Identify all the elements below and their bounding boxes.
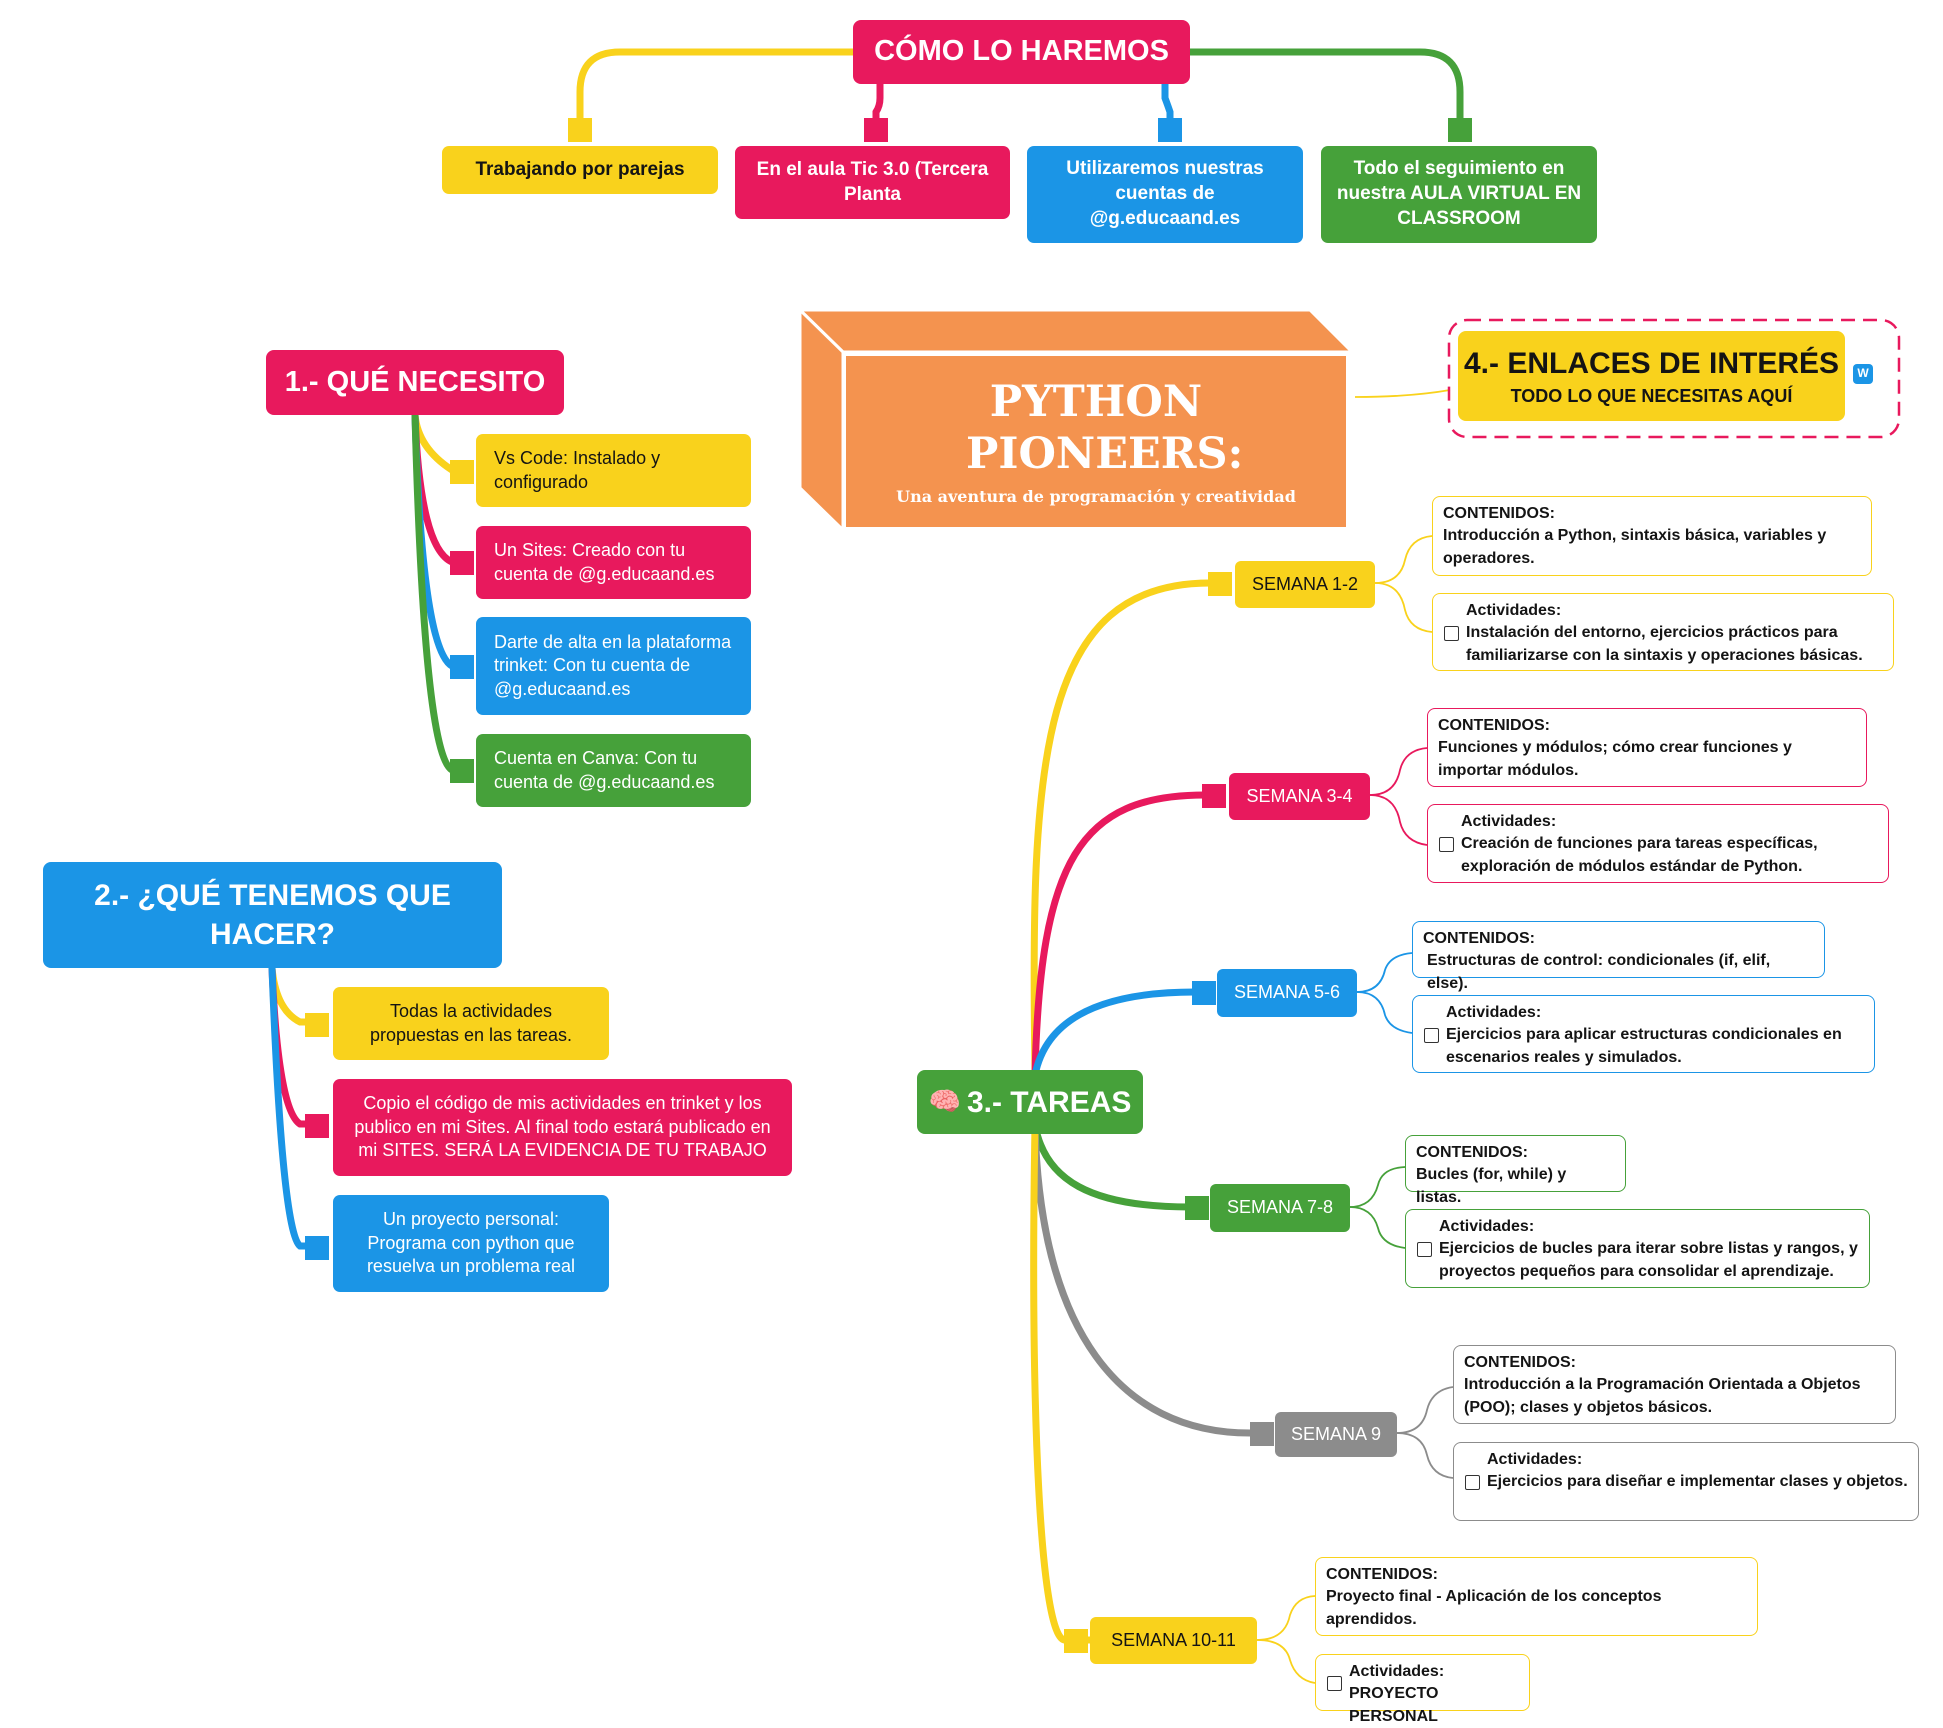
week-3-4[interactable]: SEMANA 3-4 [1229, 773, 1370, 820]
hacer-item-activities[interactable]: Todas la actividades propuestas en las t… [333, 987, 609, 1060]
contenidos-card[interactable]: CONTENIDOS: Funciones y módulos; cómo cr… [1427, 708, 1867, 787]
connector-square [864, 118, 888, 142]
contenidos-card[interactable]: CONTENIDOS: Introducción a la Programaci… [1453, 1345, 1896, 1424]
connector-square [1202, 784, 1226, 808]
central-title: PYTHON PIONEERS: [966, 377, 1244, 479]
necesito-item-canva[interactable]: Cuenta en Canva: Con tu cuenta de @g.edu… [476, 734, 751, 807]
tareas-title-label: 3.- TAREAS [966, 1085, 1132, 1119]
contenidos-text: Proyecto final - Aplicación de los conce… [1326, 1588, 1662, 1628]
actividades-label: Actividades: [1349, 1663, 1445, 1680]
contenidos-label: CONTENIDOS: [1443, 505, 1555, 522]
central-topic[interactable]: PYTHON PIONEERS: Una aventura de program… [843, 353, 1349, 530]
brain-icon: 🧠 [928, 1086, 961, 1117]
connector-square [450, 759, 474, 783]
connector-square [450, 655, 474, 679]
connector-square [305, 1114, 329, 1138]
connector-square [1064, 1629, 1088, 1653]
contenidos-label: CONTENIDOS: [1438, 717, 1550, 734]
connector-square [1192, 981, 1216, 1005]
contenidos-label: CONTENIDOS: [1423, 930, 1535, 947]
contenidos-card[interactable]: CONTENIDOS: Introducción a Python, sinta… [1432, 496, 1872, 576]
word-link-icon[interactable]: W [1853, 364, 1873, 384]
week-10-11[interactable]: SEMANA 10-11 [1090, 1617, 1257, 1664]
enlaces-topic[interactable]: 4.- ENLACES DE INTERÉS TODO LO QUE NECES… [1458, 331, 1845, 421]
necesito-title[interactable]: 1.- QUÉ NECESITO [266, 350, 564, 415]
actividades-card[interactable]: Actividades: Ejercicios para aplicar est… [1412, 995, 1875, 1073]
contenidos-text: Introducción a Python, sintaxis básica, … [1443, 527, 1827, 567]
contenidos-text: Estructuras de control: condicionales (i… [1427, 952, 1771, 992]
contenidos-label: CONTENIDOS: [1416, 1144, 1528, 1161]
contenidos-card[interactable]: CONTENIDOS: Bucles (for, while) y listas… [1405, 1135, 1626, 1206]
actividades-label: Actividades: [1466, 602, 1562, 619]
checkbox[interactable] [1439, 837, 1454, 852]
actividades-text: Creación de funciones para tareas especí… [1461, 835, 1818, 875]
necesito-item-vscode[interactable]: Vs Code: Instalado y configurado [476, 434, 751, 507]
central-subtitle: Una aventura de programación y creativid… [896, 486, 1296, 506]
contenidos-card[interactable]: CONTENIDOS: Proyecto final - Aplicación … [1315, 1557, 1758, 1636]
actividades-text: Instalación del entorno, ejercicios prác… [1466, 624, 1863, 664]
actividades-card[interactable]: Actividades: Instalación del entorno, ej… [1432, 593, 1894, 671]
week-9[interactable]: SEMANA 9 [1275, 1412, 1397, 1457]
enlaces-subtitle: TODO LO QUE NECESITAS AQUÍ [1510, 385, 1793, 406]
actividades-label: Actividades: [1446, 1004, 1542, 1021]
enlaces-title: 4.- ENLACES DE INTERÉS [1463, 346, 1840, 380]
connector-square [1208, 572, 1232, 596]
checkbox[interactable] [1465, 1475, 1480, 1490]
contenidos-card[interactable]: CONTENIDOS: Estructuras de control: cond… [1412, 921, 1825, 992]
necesito-item-trinket[interactable]: Darte de alta en la plataforma trinket: … [476, 617, 751, 715]
connector-square [1158, 118, 1182, 142]
checkbox[interactable] [1424, 1028, 1439, 1043]
como-item-pairs[interactable]: Trabajando por parejas [442, 146, 718, 194]
contenidos-text: Funciones y módulos; cómo crear funcione… [1438, 739, 1792, 779]
week-1-2[interactable]: SEMANA 1-2 [1235, 561, 1375, 608]
connector-square [305, 1013, 329, 1037]
week-7-8[interactable]: SEMANA 7-8 [1210, 1184, 1350, 1232]
como-item-accounts[interactable]: Utilizaremos nuestras cuentas de @g.educ… [1027, 146, 1303, 243]
week-5-6[interactable]: SEMANA 5-6 [1217, 969, 1357, 1017]
actividades-card[interactable]: Actividades: Ejercicios de bucles para i… [1405, 1209, 1870, 1288]
actividades-card[interactable]: Actividades: Ejercicios para diseñar e i… [1453, 1442, 1919, 1521]
actividades-card[interactable]: Actividades: PROYECTO PERSONAL [1315, 1654, 1530, 1725]
actividades-label: Actividades: [1487, 1451, 1583, 1468]
hacer-title[interactable]: 2.- ¿QUÉ TENEMOS QUE HACER? [43, 862, 502, 968]
tareas-title[interactable]: 🧠 3.- TAREAS [917, 1070, 1143, 1134]
actividades-text: PROYECTO PERSONAL [1349, 1685, 1439, 1725]
actividades-label: Actividades: [1439, 1218, 1535, 1235]
como-item-classroom[interactable]: En el aula Tic 3.0 (Tercera Planta [735, 146, 1010, 219]
contenidos-label: CONTENIDOS: [1464, 1354, 1576, 1371]
contenidos-label: CONTENIDOS: [1326, 1566, 1438, 1583]
hacer-item-project[interactable]: Un proyecto personal: Programa con pytho… [333, 1195, 609, 1292]
connector-square [1185, 1196, 1209, 1220]
checkbox[interactable] [1417, 1242, 1432, 1257]
contenidos-text: Bucles (for, while) y listas. [1416, 1166, 1567, 1206]
contenidos-text: Introducción a la Programación Orientada… [1464, 1376, 1861, 1416]
checkbox[interactable] [1444, 626, 1459, 641]
connector-square [450, 460, 474, 484]
connector-square [568, 118, 592, 142]
como-title[interactable]: CÓMO LO HAREMOS [853, 20, 1190, 84]
actividades-text: Ejercicios para aplicar estructuras cond… [1446, 1026, 1842, 1066]
actividades-text: Ejercicios para diseñar e implementar cl… [1487, 1473, 1908, 1491]
connector-square [1250, 1422, 1274, 1446]
connector-square [450, 551, 474, 575]
actividades-text: Ejercicios de bucles para iterar sobre l… [1439, 1240, 1858, 1280]
necesito-item-sites[interactable]: Un Sites: Creado con tu cuenta de @g.edu… [476, 526, 751, 599]
actividades-label: Actividades: [1461, 813, 1557, 830]
como-item-virtual[interactable]: Todo el seguimiento en nuestra AULA VIRT… [1321, 146, 1597, 243]
connector-square [1448, 118, 1472, 142]
checkbox[interactable] [1327, 1676, 1342, 1691]
connector-square [305, 1236, 329, 1260]
hacer-item-trinket[interactable]: Copio el código de mis actividades en tr… [333, 1079, 792, 1176]
actividades-card[interactable]: Actividades: Creación de funciones para … [1427, 804, 1889, 883]
